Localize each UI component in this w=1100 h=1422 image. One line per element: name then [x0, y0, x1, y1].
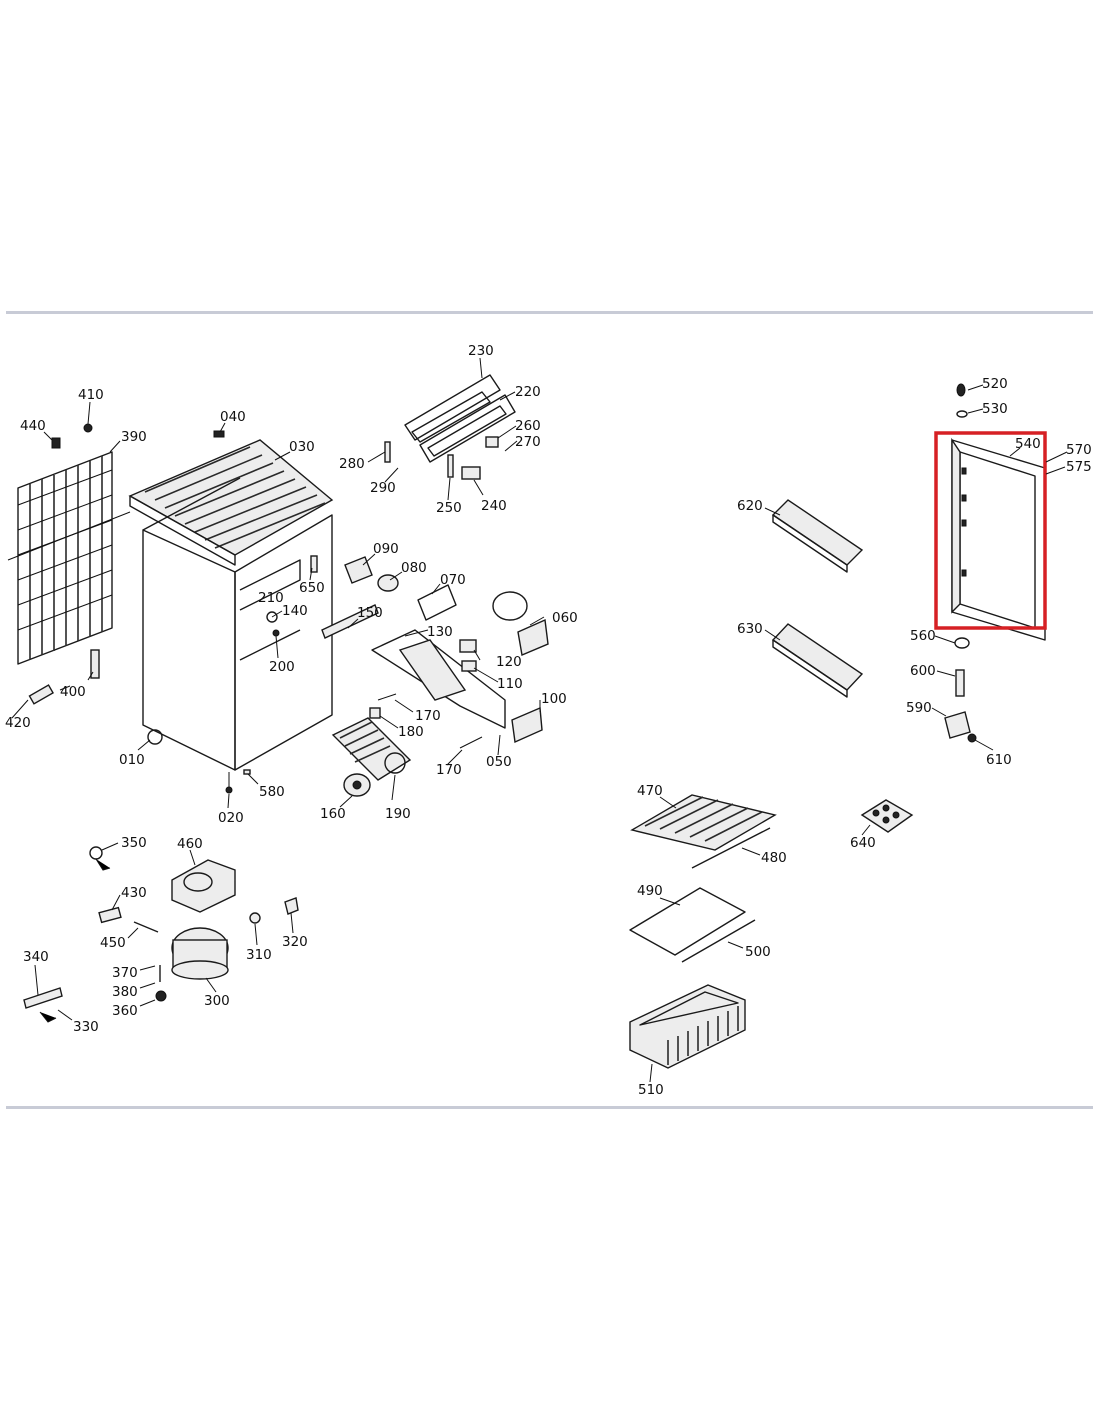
- label-520: 520: [982, 376, 1008, 392]
- label-300: 300: [204, 993, 230, 1009]
- label-340: 340: [23, 949, 49, 965]
- label-600: 600: [910, 663, 936, 679]
- label-220: 220: [515, 384, 541, 400]
- label-460: 460: [177, 836, 203, 852]
- compressor-group: [23, 769, 299, 1023]
- bottom-rule: [6, 1106, 1093, 1109]
- label-040: 040: [220, 409, 246, 425]
- label-090: 090: [373, 541, 399, 557]
- label-080: 080: [401, 560, 427, 576]
- label-270: 270: [515, 434, 541, 450]
- label-400: 400: [60, 684, 86, 700]
- label-140: 140: [282, 603, 308, 619]
- label-410: 410: [78, 387, 104, 403]
- label-620: 620: [737, 498, 763, 514]
- label-530: 530: [982, 401, 1008, 417]
- label-020: 020: [218, 810, 244, 826]
- label-310: 310: [246, 947, 272, 963]
- label-610: 610: [986, 752, 1012, 768]
- door-panel: [944, 383, 1046, 743]
- label-390: 390: [121, 429, 147, 445]
- label-290: 290: [370, 480, 396, 496]
- label-200: 200: [269, 659, 295, 675]
- door-shelves: [771, 499, 864, 698]
- label-450: 450: [100, 935, 126, 951]
- label-130: 130: [427, 624, 453, 640]
- label-350: 350: [121, 835, 147, 851]
- label-580: 580: [259, 784, 285, 800]
- label-030: 030: [289, 439, 315, 455]
- label-260: 260: [515, 418, 541, 434]
- top-rule: [6, 311, 1093, 314]
- label-380: 380: [112, 984, 138, 1000]
- label-100: 100: [541, 691, 567, 707]
- label-510: 510: [638, 1082, 664, 1098]
- label-230: 230: [468, 343, 494, 359]
- label-540: 540: [1015, 436, 1041, 452]
- thermostat-assembly: [213, 430, 549, 797]
- label-500: 500: [745, 944, 771, 960]
- part-labels: 010 020 030 040 050 060 070 080 090 100 …: [5, 343, 1092, 1098]
- label-160: 160: [320, 806, 346, 822]
- label-420: 420: [5, 715, 31, 731]
- label-330: 330: [73, 1019, 99, 1035]
- label-480: 480: [761, 850, 787, 866]
- label-150: 150: [357, 605, 383, 621]
- label-490: 490: [637, 883, 663, 899]
- egg-tray: [860, 799, 914, 833]
- label-280: 280: [339, 456, 365, 472]
- label-240: 240: [481, 498, 507, 514]
- label-630: 630: [737, 621, 763, 637]
- label-120: 120: [496, 654, 522, 670]
- label-070: 070: [440, 572, 466, 588]
- label-180: 180: [398, 724, 424, 740]
- shelves-and-crisper: [629, 794, 777, 1069]
- label-440: 440: [20, 418, 46, 434]
- label-640: 640: [850, 835, 876, 851]
- label-590: 590: [906, 700, 932, 716]
- label-570: 570: [1066, 442, 1092, 458]
- label-010: 010: [119, 752, 145, 768]
- freezer-door: [384, 374, 516, 480]
- label-575: 575: [1066, 459, 1092, 475]
- label-470: 470: [637, 783, 663, 799]
- label-320: 320: [282, 934, 308, 950]
- label-170-b: 170: [436, 762, 462, 778]
- label-110: 110: [497, 676, 523, 692]
- label-650: 650: [299, 580, 325, 596]
- label-370: 370: [112, 965, 138, 981]
- label-210: 210: [258, 590, 284, 606]
- condenser: [7, 423, 131, 705]
- leader-lines: [11, 357, 1068, 1083]
- label-190: 190: [385, 806, 411, 822]
- label-560: 560: [910, 628, 936, 644]
- label-360: 360: [112, 1003, 138, 1019]
- cabinet: [128, 439, 334, 771]
- label-170-a: 170: [415, 708, 441, 724]
- label-430: 430: [121, 885, 147, 901]
- highlight-box-door: [934, 431, 1047, 630]
- label-250: 250: [436, 500, 462, 516]
- label-060: 060: [552, 610, 578, 626]
- label-050: 050: [486, 754, 512, 770]
